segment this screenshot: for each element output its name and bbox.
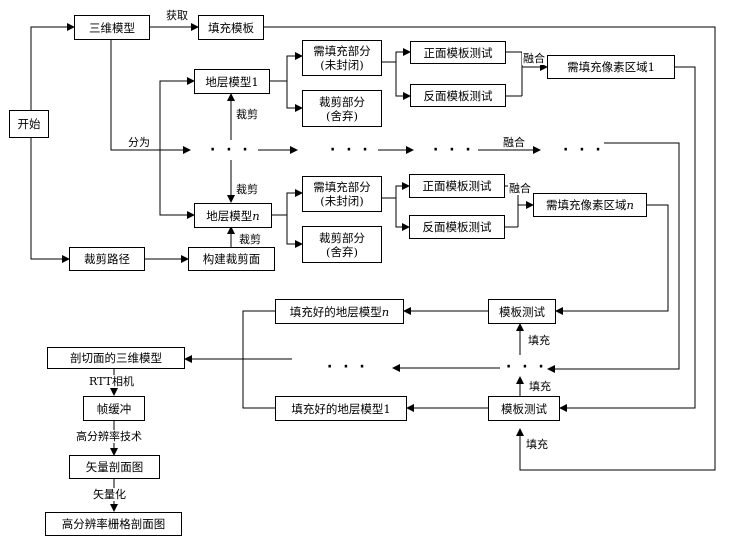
edge-start-cutpath [30, 138, 70, 263]
node-model3d: 三维模型 [74, 15, 150, 40]
label-get: 获取 [165, 9, 189, 22]
edge-split-layer1 [159, 77, 195, 150]
node-vector-section: 矢量剖面图 [69, 455, 160, 479]
edge-layern-discard [286, 215, 303, 248]
node-stencil-n: 模板测试 [488, 299, 556, 324]
edge-region1-stencil1 [559, 66, 696, 412]
node-cut-path: 裁剪路径 [69, 247, 145, 271]
edge-layern-needfill [286, 189, 303, 215]
label-cut-2: 裁剪 [235, 183, 259, 196]
ellipsis-mid-1: · · · [330, 142, 371, 158]
node-discard-1: 裁剪部分(舍弃) [302, 90, 382, 127]
edge-mid-4 [547, 142, 680, 373]
node-filled-1: 填充好的地层模型1 [275, 396, 407, 421]
node-layern: 地层模型n [194, 203, 272, 228]
label-merge-1: 融合 [522, 52, 546, 65]
edge-needfill1-front [395, 48, 411, 62]
edge-split-layern [159, 150, 195, 219]
label-vectorize: 矢量化 [92, 488, 127, 501]
edge-model3d-split [110, 40, 191, 154]
node-region-1: 需填充像素区域1 [547, 55, 675, 79]
edge-layer1-needfill [286, 52, 303, 81]
node-build-plane: 构建裁剪面 [188, 247, 275, 271]
edge-needfilln-front [395, 182, 410, 198]
ellipsis-mid-3: · · · [563, 142, 604, 158]
ellipsis-bottom-left: · · · [327, 359, 368, 375]
edge-regionn-stenciln [555, 204, 669, 315]
node-needfill-n: 需填充部分(未封闭) [302, 176, 382, 212]
label-fill-1: 填充 [527, 334, 551, 347]
edge-layer1-discard [286, 81, 303, 112]
ellipsis-bottom-right: · · · [506, 359, 547, 375]
edge-needfilln-back [395, 198, 410, 231]
label-merge-n: 融合 [508, 182, 532, 195]
node-section-3d: 剖切面的三维模型 [47, 347, 185, 369]
label-rtt-camera: RTT相机 [88, 375, 135, 388]
node-frame-buffer: 帧缓冲 [83, 396, 145, 421]
node-front-test-1: 正面模板测试 [410, 41, 506, 64]
label-cut-3: 裁剪 [238, 233, 262, 246]
node-filled-n: 填充好的地层模型n [275, 299, 404, 324]
ellipsis-mid-2: · · · [433, 142, 474, 158]
node-raster-section: 高分辨率栅格剖面图 [45, 512, 182, 536]
label-hires-tech: 高分辨率技术 [75, 430, 143, 443]
label-cut-1: 裁剪 [235, 108, 259, 121]
node-back-test-n: 反面模板测试 [409, 215, 505, 239]
node-discard-n: 裁剪部分(舍弃) [302, 226, 382, 263]
edge-start-model3d [30, 23, 75, 110]
label-fill-3: 填充 [525, 438, 549, 451]
node-layer1: 地层模型1 [194, 69, 270, 94]
node-back-test-1: 反面模板测试 [410, 84, 506, 107]
edge-fill-template-long [264, 26, 716, 471]
label-split: 分为 [127, 136, 151, 149]
edge-needfill1-back [395, 62, 411, 100]
node-front-test-n: 正面模板测试 [409, 174, 505, 198]
node-fill-template: 填充模板 [198, 15, 264, 40]
node-stencil-1: 模板测试 [488, 396, 560, 421]
label-merge-mid: 融合 [502, 136, 526, 149]
node-start: 开始 [9, 110, 49, 138]
node-region-n: 需填充像素区域n [533, 193, 647, 217]
label-fill-2: 填充 [528, 380, 552, 393]
ellipsis-layers: · · · [210, 142, 251, 158]
node-needfill-1: 需填充部分(未封闭) [302, 40, 382, 76]
